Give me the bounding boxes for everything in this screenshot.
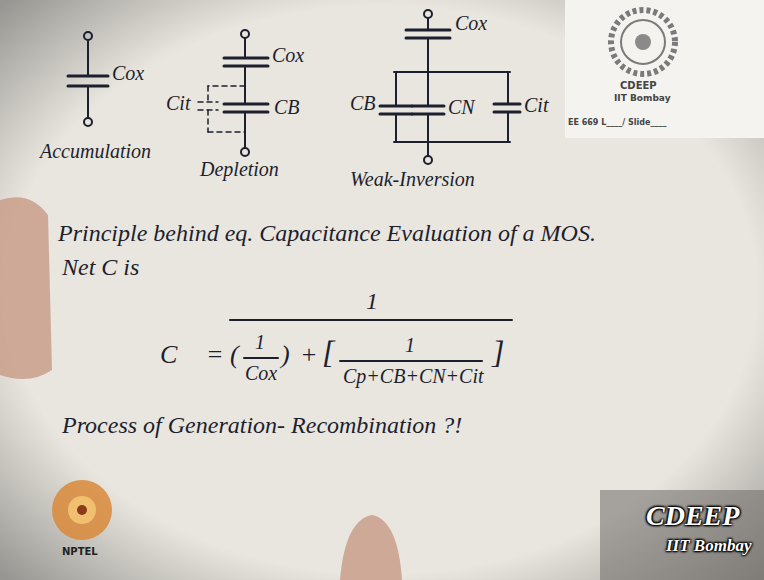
circuit-caption: Depletion — [200, 158, 279, 181]
finger — [0, 197, 52, 379]
logo-text: CDEEP — [620, 80, 657, 92]
capacitor-label: Cox — [455, 12, 487, 35]
equation-term: Cox — [245, 362, 277, 385]
capacitor-label: Cit — [524, 94, 548, 117]
circuit-caption: Weak-Inversion — [350, 168, 475, 191]
note-text: Principle behind eq. Capacitance Evaluat… — [58, 220, 596, 248]
fraction-bar — [230, 319, 512, 321]
equation-term: 1 — [255, 331, 265, 354]
capacitor-label: CB — [350, 92, 376, 115]
equation-term: = — [206, 340, 224, 370]
watermark: CDEEP — [646, 500, 739, 532]
watermark: IIT Bombay — [666, 536, 751, 556]
logo-panel — [565, 0, 764, 138]
equation-term: C — [160, 340, 177, 370]
logo-text: NPTEL — [62, 546, 98, 558]
note-text: Net C is — [62, 254, 139, 282]
capacitor-label: Cox — [272, 44, 304, 67]
equation-term: [ — [322, 334, 334, 371]
equation-term: Cp+CB+CN+Cit — [343, 365, 484, 388]
fraction-bar — [244, 357, 278, 359]
depletion-circuit — [198, 30, 268, 156]
equation-term: ) — [281, 340, 290, 370]
capacitor-label: Cox — [112, 62, 144, 85]
accumulation-circuit — [68, 32, 108, 126]
note-text: Process of Generation- Recombination ?! — [62, 412, 462, 440]
corner-shade — [600, 490, 764, 580]
slide-number: EE 669 L____/ Slide____ — [568, 118, 666, 127]
capacitor-label: CN — [448, 96, 475, 119]
logo-text: IIT Bombay — [614, 93, 671, 103]
circuit-caption: Accumulation — [40, 140, 151, 163]
equation-term: 1 — [366, 288, 378, 316]
nptel-logo — [52, 480, 112, 540]
finger — [340, 515, 402, 580]
cdeep-logo — [611, 10, 675, 74]
equation-term: ( — [230, 340, 239, 370]
weak-inversion-circuit — [380, 10, 520, 164]
equation-term: ] — [492, 334, 504, 371]
equation-term: 1 — [405, 334, 415, 357]
fraction-bar — [340, 360, 482, 362]
capacitor-label: Cit — [166, 92, 190, 115]
capacitor-label: CB — [274, 96, 300, 119]
equation-term: + — [300, 340, 318, 370]
